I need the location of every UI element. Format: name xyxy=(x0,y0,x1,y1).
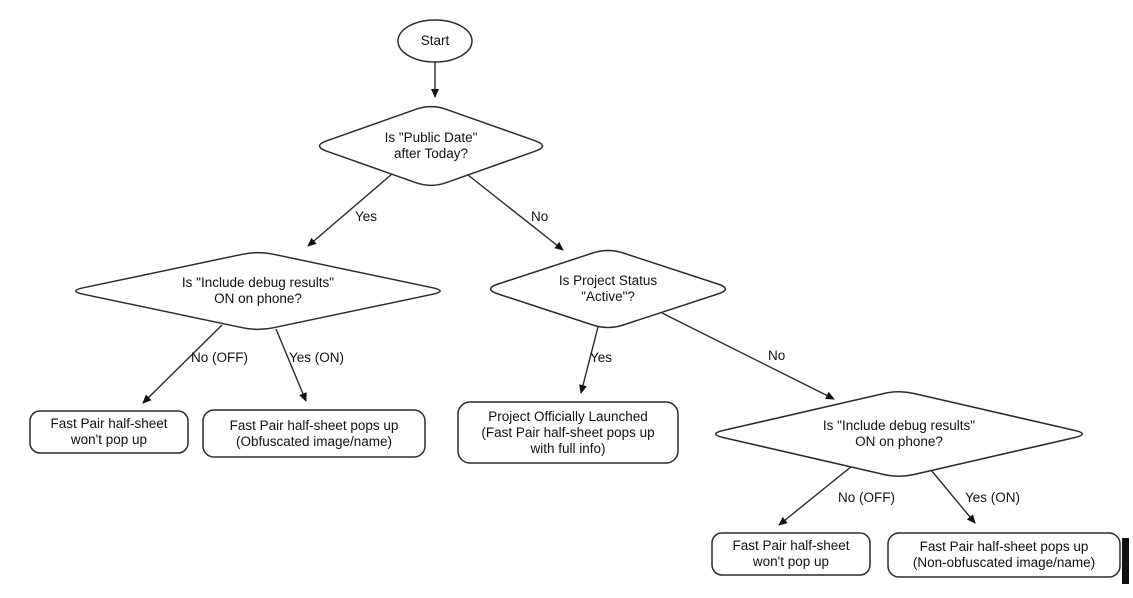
arrow-debug-left-yes xyxy=(275,328,307,402)
outcome-obfuscated-label: Fast Pair half-sheet pops up (Obfuscated… xyxy=(229,417,399,449)
outcome-no-popup-right-label: Fast Pair half-sheet won't pop up xyxy=(732,538,850,569)
arrow-public-date-no xyxy=(467,174,564,251)
outcome-non-obfuscated-label: Fast Pair half-sheet pops up (Non-obfusc… xyxy=(912,539,1096,570)
outcome-launched-shape xyxy=(457,401,679,464)
edge-label-debug-right-yes: Yes (ON) xyxy=(965,490,1021,505)
outcome-no-popup-right-shape xyxy=(711,532,871,576)
decision-project-status-shape xyxy=(489,249,727,329)
text-cursor-artifact xyxy=(1122,538,1129,584)
decision-debug-left-shape xyxy=(75,251,441,331)
outcome-no-popup-left-label: Fast Pair half-sheet won't pop up xyxy=(50,416,168,447)
edge-label-debug-right-no: No (OFF) xyxy=(838,490,895,505)
arrow-project-status-no xyxy=(661,312,835,400)
outcome-launched-label: Project Officially Launched (Fast Pair h… xyxy=(481,408,655,456)
arrow-public-date-yes xyxy=(307,173,393,247)
arrow-debug-right-no xyxy=(778,465,853,526)
decision-public-date-shape xyxy=(318,105,544,187)
edge-label-project-status-no: No xyxy=(768,348,786,363)
decision-debug-right-shape xyxy=(715,391,1083,477)
arrow-debug-right-yes xyxy=(930,469,976,524)
outcome-non-obfuscated-shape xyxy=(887,532,1121,578)
edge-label-debug-left-no: No (OFF) xyxy=(191,350,248,365)
edge-label-public-date-no: No xyxy=(531,209,549,224)
arrow-debug-left-no xyxy=(142,324,223,404)
decision-public-date-label: Is "Public Date" after Today? xyxy=(384,130,478,161)
arrow-project-status-yes xyxy=(579,326,599,394)
start-node-label: Start xyxy=(420,33,450,48)
edge-label-public-date-yes: Yes xyxy=(355,209,378,224)
outcome-no-popup-left-shape xyxy=(29,410,189,454)
decision-debug-right-label: Is "Include debug results" ON on phone? xyxy=(822,418,976,449)
start-node-shape xyxy=(397,19,473,63)
decision-project-status-label: Is Project Status "Active"? xyxy=(558,273,658,304)
decision-debug-left-label: Is "Include debug results" ON on phone? xyxy=(181,275,335,306)
edge-label-project-status-yes: Yes xyxy=(590,350,613,365)
outcome-obfuscated-shape xyxy=(202,409,426,458)
edge-label-debug-left-yes: Yes (ON) xyxy=(289,350,345,365)
